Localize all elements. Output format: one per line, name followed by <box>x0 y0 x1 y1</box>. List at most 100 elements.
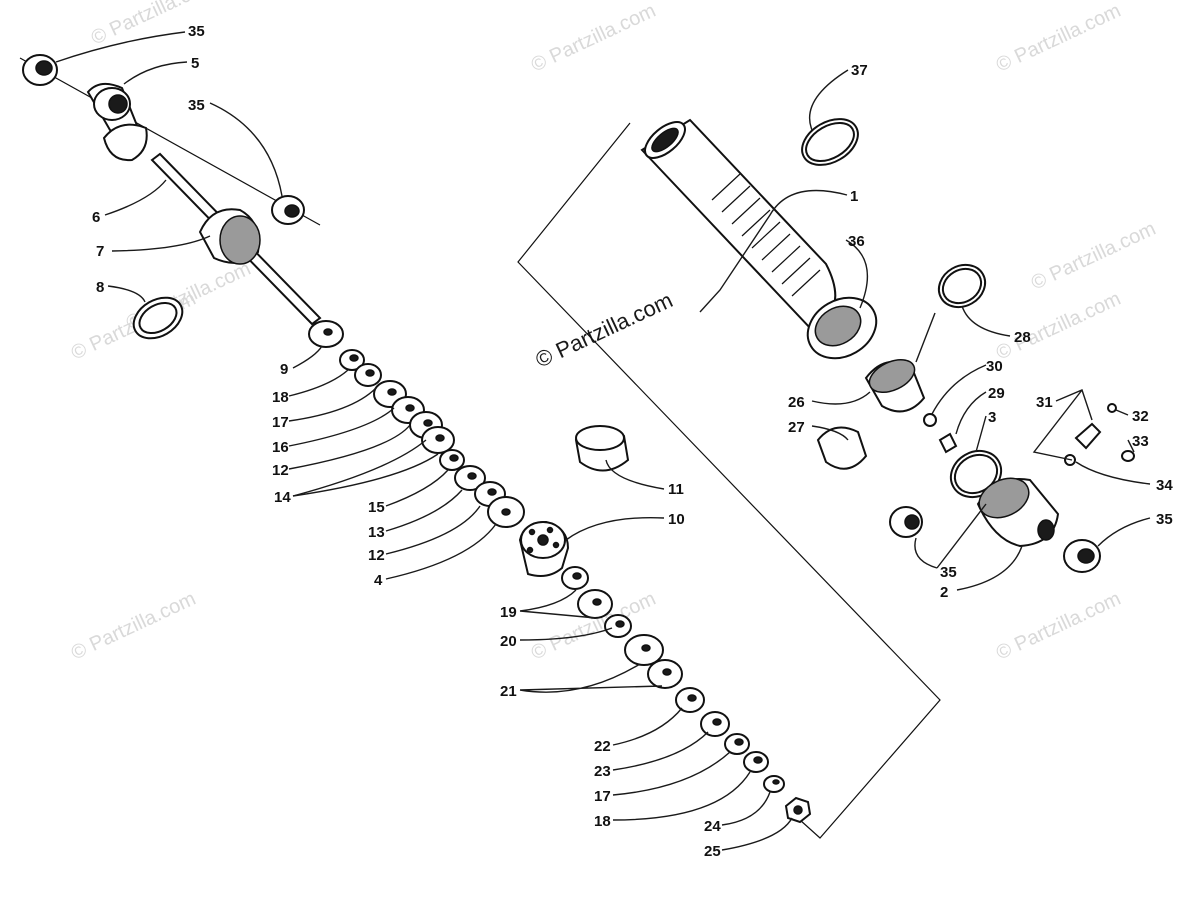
callout: 18 <box>594 813 611 830</box>
washer-hole <box>435 434 445 442</box>
callout: 10 <box>668 511 685 528</box>
callout: 36 <box>848 233 865 250</box>
piston-port <box>546 526 554 534</box>
washer-hole <box>323 328 333 336</box>
piston-bore <box>537 534 549 546</box>
watermark: © Partzilla.com <box>993 0 1124 77</box>
callout: 7 <box>96 243 104 260</box>
ring-37-inner <box>805 122 855 162</box>
callout: 28 <box>1014 329 1031 346</box>
callout: 16 <box>272 439 289 456</box>
washer-hole <box>572 572 582 580</box>
watermark: © Partzilla.com <box>528 0 659 77</box>
callout: 15 <box>368 499 385 516</box>
washer-hole <box>592 598 602 606</box>
callout: 21 <box>500 683 517 700</box>
piston-band <box>574 425 630 472</box>
callout: 4 <box>374 572 383 589</box>
piston-port <box>526 546 534 554</box>
body-bore <box>651 127 679 153</box>
callout: 12 <box>272 462 289 479</box>
callout: 3 <box>988 409 996 426</box>
callout: 6 <box>92 209 100 226</box>
valve-washer <box>1121 450 1135 462</box>
callout: 30 <box>986 358 1003 375</box>
callout: 37 <box>851 62 868 79</box>
band-top <box>575 425 625 451</box>
washer-hole <box>615 620 625 628</box>
callout: 35 <box>188 97 205 114</box>
callout: 5 <box>191 55 199 72</box>
set-screw <box>938 432 958 454</box>
end-cap-thread <box>978 477 1030 519</box>
washer-hole <box>423 419 433 427</box>
schrader-valve <box>1074 422 1102 450</box>
washer-hole <box>365 369 375 377</box>
bushing-hole <box>284 204 300 218</box>
callout: 24 <box>704 818 721 835</box>
body-threads <box>711 173 821 297</box>
callout: 22 <box>594 738 611 755</box>
callout: 2 <box>940 584 948 601</box>
callout: 31 <box>1036 394 1053 411</box>
eye-hole <box>108 94 128 114</box>
watermark: © Partzilla.com <box>993 288 1124 365</box>
bushing-hole <box>35 60 53 76</box>
watermark: © Partzilla.com <box>993 588 1124 665</box>
washer-hole <box>772 779 780 785</box>
washer-hole <box>687 694 697 702</box>
bushing-hole <box>1077 548 1095 564</box>
shock-body <box>640 118 1135 573</box>
washer-hole <box>487 488 497 496</box>
watermark: © Partzilla.com <box>1028 218 1159 295</box>
washer-hole <box>662 668 672 676</box>
bushing-hole <box>904 514 920 530</box>
shaft-assembly <box>19 54 322 340</box>
callout: 23 <box>594 763 611 780</box>
washer-hole <box>467 472 477 480</box>
callout: 17 <box>272 414 289 431</box>
callout: 17 <box>594 788 611 805</box>
washer-stack-upper <box>308 320 525 528</box>
callout: 35 <box>940 564 957 581</box>
callout: 9 <box>280 361 288 378</box>
callout: 11 <box>668 481 684 498</box>
watermark: © Partzilla.com <box>68 588 199 665</box>
end-cap-eye <box>1037 519 1055 541</box>
callout: 25 <box>704 843 721 860</box>
callout-labels: 35 5 35 6 7 8 9 18 17 16 12 14 15 13 12 … <box>92 23 1173 860</box>
callout: 29 <box>988 385 1005 402</box>
callout: 13 <box>368 524 385 541</box>
callout: 26 <box>788 394 805 411</box>
callout: 27 <box>788 419 805 436</box>
nut-hole <box>793 805 803 815</box>
callout: 14 <box>274 489 291 506</box>
clip-ring <box>816 426 868 470</box>
callout: 12 <box>368 547 385 564</box>
eye-base <box>102 123 148 162</box>
callout: 1 <box>850 188 858 205</box>
adjuster-top <box>868 359 916 393</box>
callout: 19 <box>500 604 517 621</box>
assembly-bracket <box>517 122 941 839</box>
seal-head-thread <box>219 215 261 265</box>
piston-part <box>518 520 570 577</box>
piston-port <box>528 528 536 536</box>
callout: 32 <box>1132 408 1149 425</box>
callout: 35 <box>1156 511 1173 528</box>
center-watermark: © Partzilla.com <box>532 287 677 372</box>
washer-hole <box>449 454 459 462</box>
callout: 35 <box>188 23 205 40</box>
piston-port <box>552 541 560 549</box>
callout: 20 <box>500 633 517 650</box>
ring-28-inner <box>941 267 983 305</box>
collar-inner <box>814 305 862 347</box>
leader-lines <box>55 31 1151 851</box>
washer-hole <box>712 718 722 726</box>
valve-cap <box>1107 403 1117 413</box>
washer-hole <box>501 508 511 516</box>
callout: 8 <box>96 279 104 296</box>
washer-hole <box>734 738 744 746</box>
